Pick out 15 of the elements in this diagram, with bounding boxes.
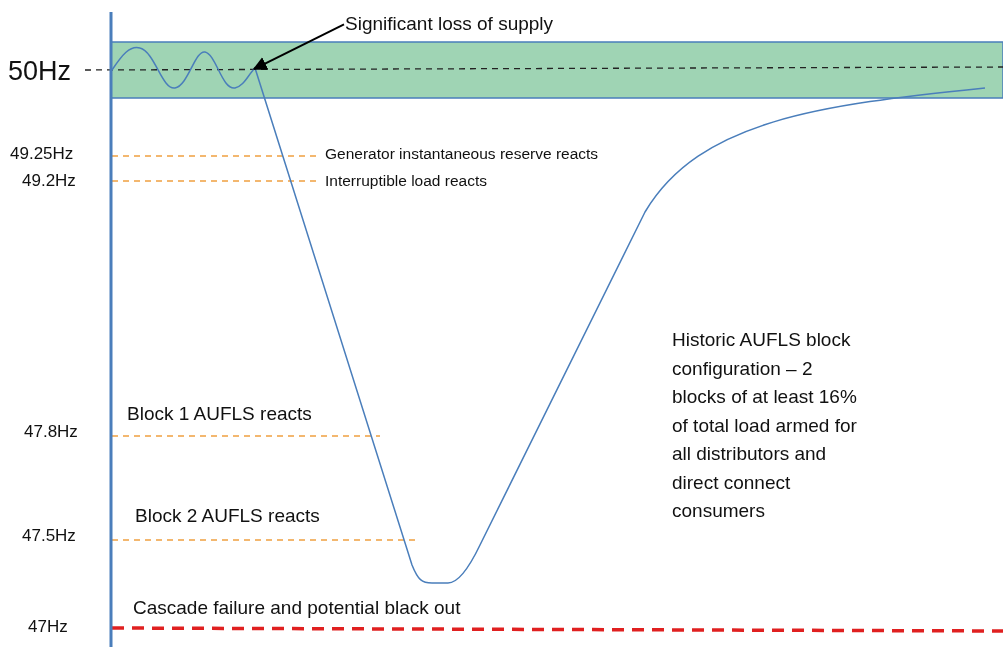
threshold-label: Interruptible load reacts: [325, 172, 487, 191]
axis-label: 47.5Hz: [22, 526, 76, 547]
axis-label: 50Hz: [8, 55, 72, 88]
axis-label: 49.2Hz: [22, 171, 76, 192]
axis-label: 49.25Hz: [10, 144, 74, 165]
axis-label: 47Hz: [28, 617, 68, 638]
leader-line: [252, 23, 345, 70]
axis-label: 47.8Hz: [24, 422, 78, 443]
frequency-curve: [111, 46, 986, 584]
annotation-text: Historic AUFLS block configuration – 2 blocks of at least 16% of total load armed for all distributors and direct connect consumers: [672, 328, 857, 523]
threshold-label: Block 2 AUFLS reacts: [135, 505, 320, 528]
threshold-label: Cascade failure and potential black out: [133, 597, 461, 620]
callout-text: Significant loss of supply: [345, 13, 554, 36]
threshold-label: Generator instantaneous reserve reacts: [325, 145, 599, 164]
threshold-label: Block 1 AUFLS reacts: [127, 403, 312, 426]
